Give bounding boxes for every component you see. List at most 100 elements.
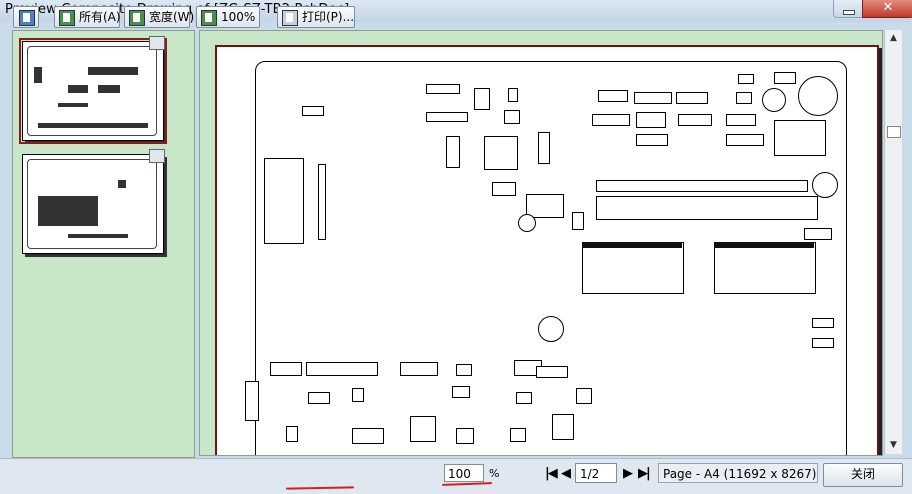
- relay-marker: [714, 242, 814, 248]
- preview-pane: [199, 30, 883, 456]
- thumbnail-view-icon: [19, 10, 35, 26]
- component: [636, 112, 666, 128]
- thumb-part: [88, 67, 138, 75]
- thumb-part: [118, 180, 126, 188]
- component: [634, 92, 672, 104]
- prev-page-button[interactable]: ◀: [561, 466, 571, 481]
- page-status: Page - A4 (11692 x 8267): [658, 463, 818, 483]
- print-button[interactable]: 打印(P)...: [277, 6, 355, 28]
- component: [812, 338, 834, 348]
- fit-width-label: 宽度(W): [149, 10, 195, 24]
- last-page-button[interactable]: ▶|: [638, 466, 651, 481]
- close-button[interactable]: 关闭: [823, 463, 903, 487]
- component: [286, 426, 298, 442]
- scroll-down-button[interactable]: ▼: [890, 440, 897, 450]
- page-sheet: [215, 45, 879, 455]
- thumb-part: [34, 67, 42, 83]
- component: [306, 362, 378, 376]
- component: [352, 428, 384, 444]
- component: [636, 134, 668, 146]
- component: [510, 428, 526, 442]
- component: [592, 114, 630, 126]
- page-number-input[interactable]: 1/2: [575, 463, 617, 483]
- connector: [245, 381, 259, 421]
- pcb-drawing: [255, 61, 847, 455]
- fit-all-icon: [59, 10, 75, 26]
- component: [426, 84, 460, 94]
- capacitor: [812, 172, 838, 198]
- zoom-100-button[interactable]: 100%: [196, 6, 260, 28]
- fit-width-button[interactable]: 宽度(W): [124, 6, 194, 28]
- component: [352, 388, 364, 402]
- thumb-part: [38, 123, 148, 128]
- connector: [264, 158, 304, 244]
- component: [456, 364, 472, 376]
- relay: [582, 242, 684, 294]
- window-close-button[interactable]: ✕: [862, 0, 912, 18]
- component: [598, 90, 628, 102]
- component: [804, 228, 832, 240]
- fit-width-icon: [129, 10, 145, 26]
- capacitor: [798, 76, 838, 116]
- capacitor: [518, 214, 536, 232]
- component: [474, 88, 490, 110]
- page-thumbnail-1[interactable]: [19, 36, 167, 144]
- component-row: [596, 196, 818, 220]
- ic-chip: [484, 136, 518, 170]
- component: [508, 88, 518, 102]
- component: [812, 318, 834, 328]
- thumb-part: [68, 234, 128, 238]
- component: [676, 92, 708, 104]
- component: [738, 74, 754, 84]
- relay: [714, 242, 816, 294]
- printer-icon: [149, 149, 165, 163]
- scroll-thumb[interactable]: [887, 126, 901, 138]
- thumb-part: [98, 85, 120, 93]
- ic-chip: [552, 414, 574, 440]
- zoom-input[interactable]: 100: [444, 464, 484, 482]
- component: [302, 106, 324, 116]
- zoom-unit: %: [489, 467, 500, 480]
- printer-icon: [149, 36, 165, 50]
- component: [736, 92, 752, 104]
- component: [538, 132, 550, 164]
- component: [400, 362, 438, 376]
- print-label: 打印(P)...: [302, 10, 355, 24]
- board-outline: [27, 46, 157, 136]
- capacitor: [538, 316, 564, 342]
- component: [308, 392, 330, 404]
- component: [572, 212, 584, 230]
- component: [726, 134, 764, 146]
- component: [536, 366, 568, 378]
- thumbnail-pane: [12, 30, 195, 458]
- vertical-scrollbar[interactable]: ▲ ▼: [884, 30, 902, 454]
- thumb-part: [38, 196, 98, 226]
- thumb-part: [68, 85, 88, 93]
- component-row: [596, 180, 808, 192]
- scroll-up-button[interactable]: ▲: [890, 33, 897, 43]
- print-icon: [282, 10, 298, 26]
- component: [456, 428, 474, 444]
- thumbnail-toggle-button[interactable]: [13, 6, 39, 28]
- component: [516, 392, 532, 404]
- component: [678, 114, 712, 126]
- minimize-button[interactable]: [833, 0, 863, 18]
- component: [504, 110, 520, 124]
- next-page-button[interactable]: ▶: [623, 466, 633, 481]
- component: [774, 72, 796, 84]
- page-thumbnail-2[interactable]: [22, 149, 165, 254]
- zoom-100-label: 100%: [221, 10, 256, 24]
- fit-all-label: 所有(A): [79, 10, 121, 24]
- capacitor: [762, 88, 786, 112]
- component: [726, 114, 756, 126]
- thumb-part: [58, 103, 88, 107]
- component: [446, 136, 460, 168]
- board-outline: [27, 159, 157, 249]
- first-page-button[interactable]: |◀: [545, 466, 558, 481]
- ic-chip: [410, 416, 436, 442]
- component: [452, 386, 470, 398]
- fit-all-button[interactable]: 所有(A): [54, 6, 121, 28]
- component: [318, 164, 326, 240]
- component: [576, 388, 592, 404]
- relay-marker: [582, 242, 682, 248]
